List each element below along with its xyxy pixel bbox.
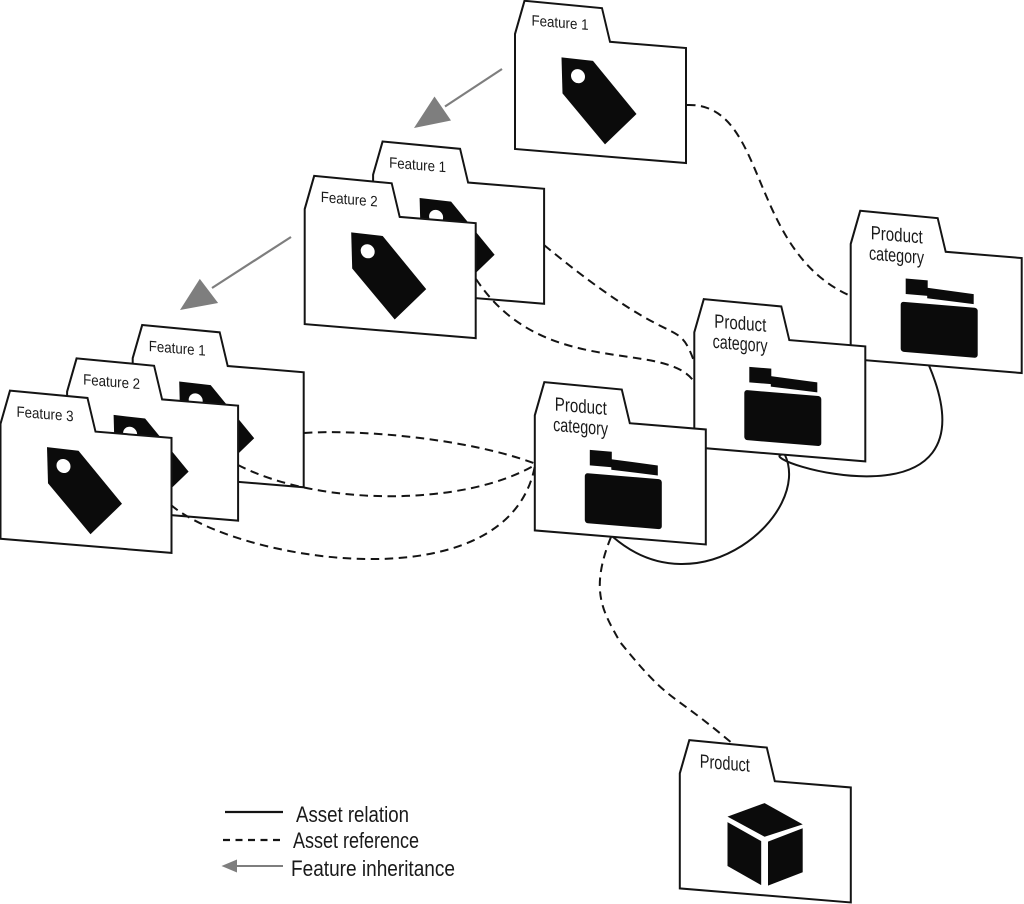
- svg-text:Asset reference: Asset reference: [293, 828, 419, 853]
- svg-text:Product: Product: [714, 311, 767, 336]
- svg-text:category: category: [869, 244, 924, 270]
- svg-text:category: category: [553, 415, 608, 441]
- svg-text:Feature 1: Feature 1: [389, 155, 446, 177]
- svg-text:Product: Product: [871, 223, 924, 248]
- svg-text:Feature 1: Feature 1: [149, 338, 206, 360]
- svg-text:category: category: [713, 332, 768, 358]
- svg-text:Product: Product: [555, 395, 608, 420]
- svg-text:Feature 2: Feature 2: [83, 371, 140, 393]
- svg-text:Feature 1: Feature 1: [532, 12, 589, 34]
- svg-text:Feature 3: Feature 3: [17, 404, 74, 426]
- svg-text:Product: Product: [700, 752, 750, 777]
- svg-text:Asset relation: Asset relation: [296, 802, 409, 827]
- svg-text:Feature inheritance: Feature inheritance: [291, 856, 455, 881]
- svg-text:Feature 2: Feature 2: [321, 189, 378, 211]
